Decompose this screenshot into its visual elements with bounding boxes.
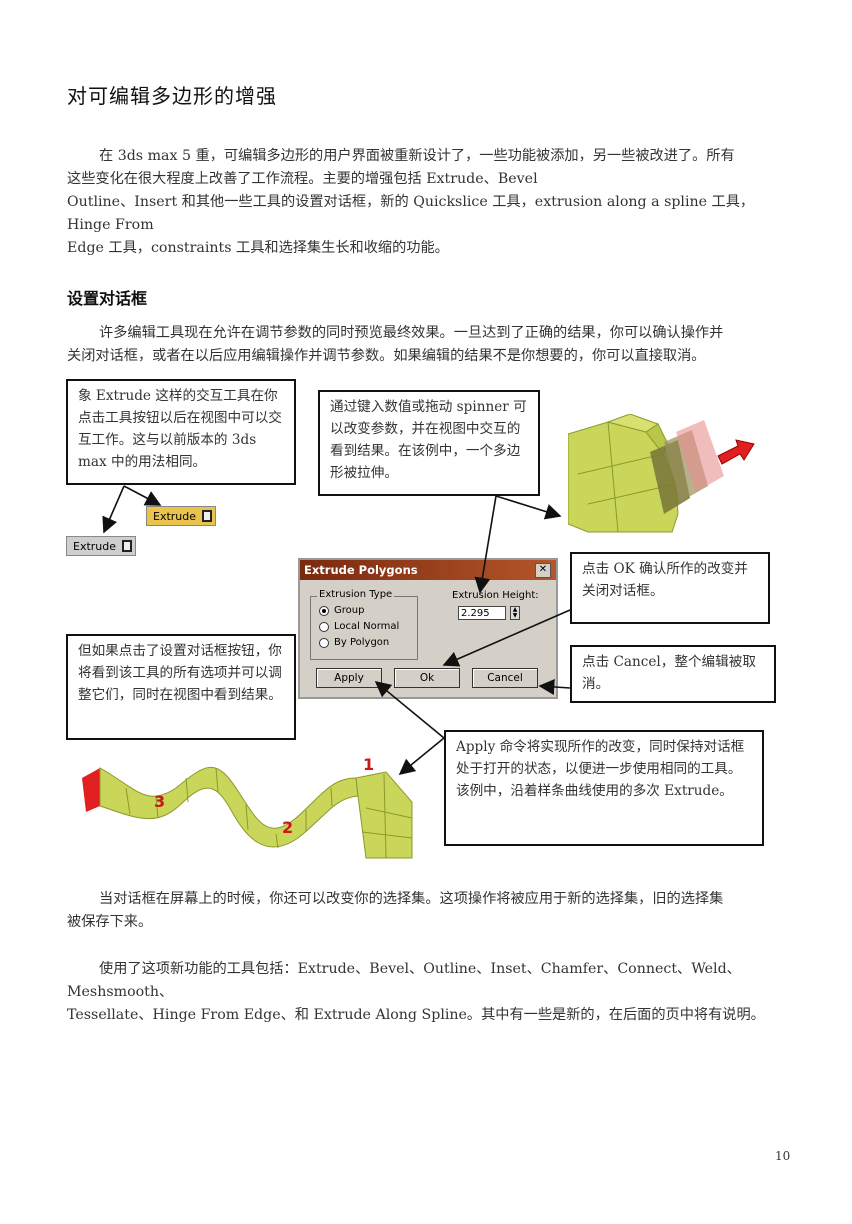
settings-line-1: 许多编辑工具现在允许在调节参数的同时预览最终效果。一旦达到了正确的结果，你可以确… [99,325,724,341]
ok-button[interactable]: Ok [394,668,460,688]
radio-label-local-normal: Local Normal [334,621,400,632]
spinner-icon[interactable]: ▲▼ [510,606,520,620]
dialog-title: Extrude Polygons [304,563,418,577]
intro-line-1: 在 3ds max 5 重，可编辑多边形的用户界面被重新设计了，一些功能被添加，… [99,148,735,164]
spline-extrusion-illustration [66,748,414,864]
radio-local-normal[interactable]: Local Normal [319,621,399,632]
tools-paragraph: 使用了这项新功能的工具包括：Extrude、Bevel、Outline、Inse… [67,958,789,1027]
arrow-to-illustration [495,495,562,520]
cancel-button[interactable]: Cancel [472,668,538,688]
radio-label-group: Group [334,605,365,616]
extrude-polygons-dialog: Extrude Polygons ✕ Extrusion Type Group … [298,558,558,699]
radio-by-polygon[interactable]: By Polygon [319,637,389,648]
tools-line-1: 使用了这项新功能的工具包括：Extrude、Bevel、Outline、Inse… [67,961,741,1000]
extrude-button-label: Extrude [153,509,197,523]
callout-settings: 但如果点击了设置对话框按钮，你将看到该工具的所有选项并可以调整它们，同时在视图中… [66,634,296,740]
figure-number-2: 2 [282,818,294,837]
settings-dialog-icon[interactable] [122,540,132,552]
dialog-title-bar[interactable]: Extrude Polygons ✕ [300,560,556,580]
intro-paragraph: 在 3ds max 5 重，可编辑多边形的用户界面被重新设计了，一些功能被添加，… [67,145,789,260]
callout-spinner: 通过键入数值或拖动 spinner 可以改变参数，并在视图中交互的看到结果。在该… [318,390,540,496]
radio-selected-icon[interactable] [319,605,329,616]
apply-button[interactable]: Apply [316,668,382,688]
page-title: 对可编辑多边形的增强 [67,84,277,108]
extrusion-height-label: Extrusion Height: [452,590,539,601]
extrude-button[interactable]: Extrude [66,536,136,556]
settings-paragraph: 许多编辑工具现在允许在调节参数的同时预览最终效果。一旦达到了正确的结果，你可以确… [67,322,789,368]
radio-icon[interactable] [319,637,329,648]
intro-line-3: Outline、Insert 和其他一些工具的设置对话框，新的 Quicksli… [67,194,755,233]
radio-icon[interactable] [319,621,329,632]
settings-dialog-icon[interactable] [202,510,212,522]
tools-line-2: Tessellate、Hinge From Edge、和 Extrude Alo… [67,1007,765,1023]
extrusion-height-input[interactable]: 2.295 [458,606,506,620]
arrow-to-extrude-button [102,485,125,534]
page-number: 10 [775,1149,791,1163]
callout-apply: Apply 命令将实现所作的改变，同时保持对话框处于打开的状态，以便进一步使用相… [444,730,764,846]
callout-ok: 点击 OK 确认所作的改变并关闭对话框。 [570,552,770,624]
radio-label-by-polygon: By Polygon [334,637,390,648]
intro-line-4: Edge 工具，constraints 工具和选择集生长和收缩的功能。 [67,240,449,256]
selection-paragraph: 当对话框在屏幕上的时候，你还可以改变你的选择集。这项操作将被应用于新的选择集，旧… [67,888,789,934]
extrusion-type-label: Extrusion Type [317,589,395,600]
close-icon[interactable]: ✕ [535,563,551,578]
extruded-polygon-illustration [568,414,768,536]
extrude-button-label: Extrude [73,539,117,553]
settings-line-2: 关闭对话框，或者在以后应用编辑操作并调节参数。如果编辑的结果不是你想要的，你可以… [67,348,706,364]
figure-number-3: 3 [154,792,166,811]
extrusion-type-group: Extrusion Type Group Local Normal By Pol… [310,589,418,660]
radio-group[interactable]: Group [319,605,364,616]
selection-line-1: 当对话框在屏幕上的时候，你还可以改变你的选择集。这项操作将被应用于新的选择集，旧… [99,891,724,907]
extrude-button-active[interactable]: Extrude [146,506,216,526]
callout-cancel: 点击 Cancel，整个编辑被取消。 [570,645,776,703]
callout-extrude-tool: 象 Extrude 这样的交互工具在你点击工具按钮以后在视图中可以交互工作。这与… [66,379,296,485]
intro-line-2: 这些变化在很大程度上改善了工作流程。主要的增强包括 Extrude、Bevel [67,171,538,187]
figure-number-1: 1 [363,755,375,774]
arrow-to-extrude-active [123,485,162,506]
selection-line-2: 被保存下来。 [67,914,153,930]
section-heading: 设置对话框 [67,289,148,308]
